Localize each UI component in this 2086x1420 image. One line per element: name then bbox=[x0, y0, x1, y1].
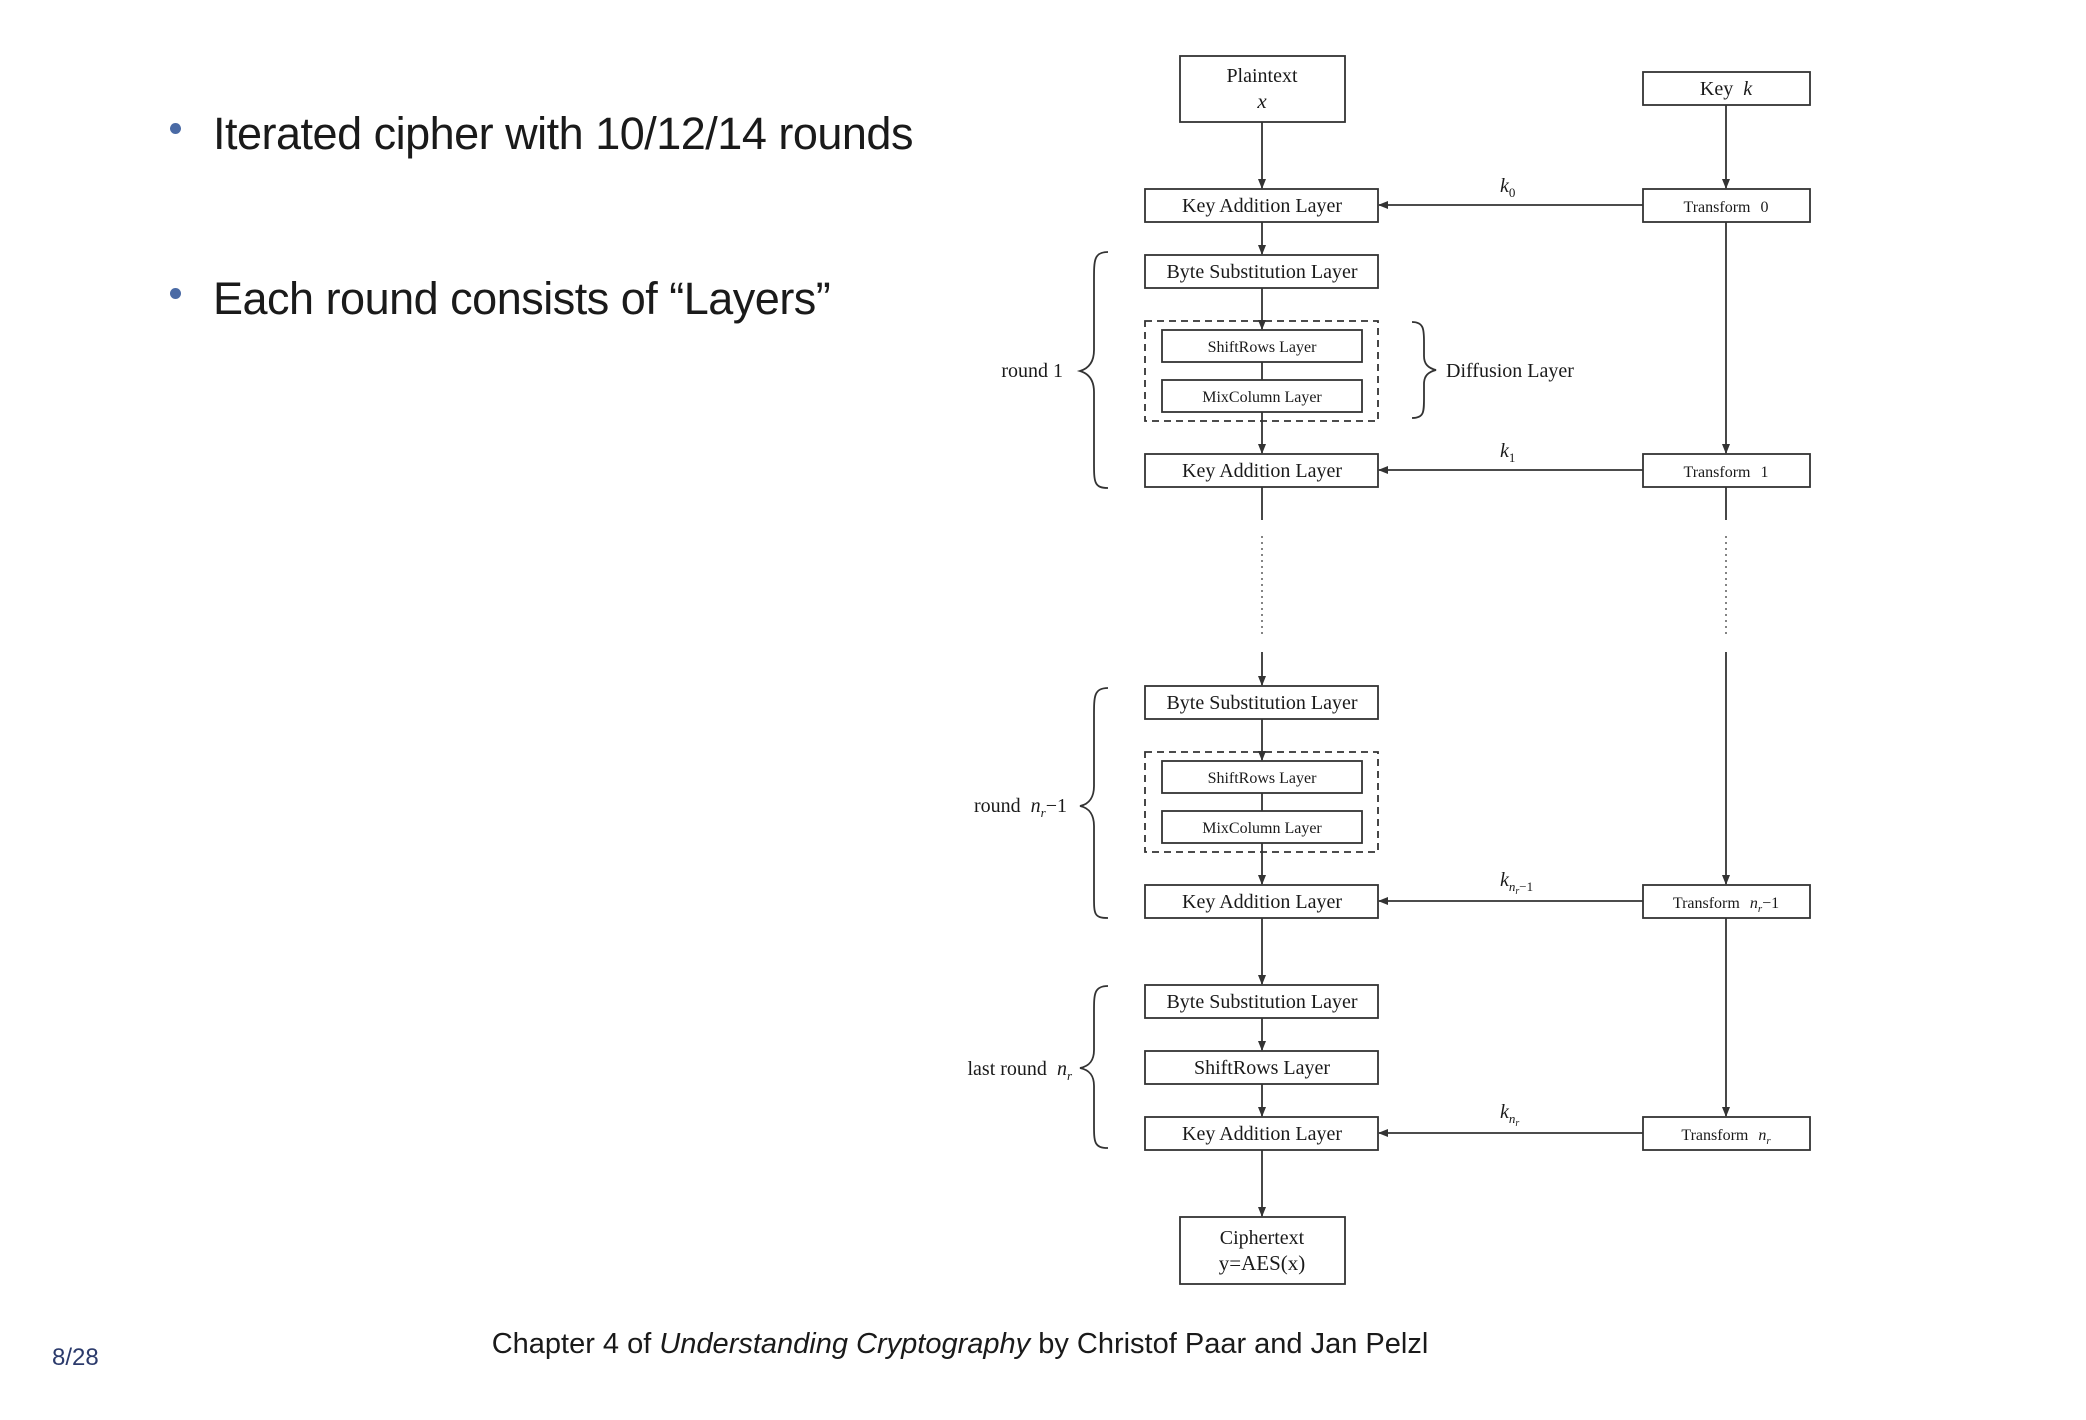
key-addition-label-last: Key Addition Layer bbox=[1182, 1123, 1342, 1145]
mixcolumn-label-1: MixColumn Layer bbox=[1202, 389, 1322, 406]
subkey-minus-one: −1 bbox=[1519, 879, 1533, 894]
transform-0-value: 0 bbox=[1760, 199, 1768, 216]
round-1-label: round 1 bbox=[1001, 360, 1063, 382]
caption-book-title: Understanding Cryptography bbox=[659, 1328, 1031, 1360]
subkey-sub-1: 1 bbox=[1509, 450, 1516, 465]
mixcolumn-label-nr-1: MixColumn Layer bbox=[1202, 820, 1322, 837]
key-addition-label-1: Key Addition Layer bbox=[1182, 460, 1342, 482]
source-caption: Chapter 4 of Understanding Cryptography … bbox=[0, 1328, 2086, 1361]
ciphertext-formula: y=AES(x) bbox=[1219, 1251, 1306, 1275]
subkey-sub-0: 0 bbox=[1509, 185, 1516, 200]
subkey-r: r bbox=[1515, 886, 1519, 897]
transform-minus-one: −1 bbox=[1762, 895, 1779, 912]
transform-label-1: Transform 1 bbox=[1684, 464, 1769, 481]
shiftrows-label-nr-1: ShiftRows Layer bbox=[1208, 770, 1318, 787]
plaintext-var: x bbox=[1256, 89, 1267, 113]
round-sub-r: r bbox=[1041, 805, 1047, 820]
ciphertext-box bbox=[1179, 1216, 1346, 1285]
transform-prefix: Transform bbox=[1681, 1127, 1749, 1144]
subkey-r: r bbox=[1515, 1118, 1519, 1129]
bullet-dot-icon bbox=[170, 287, 181, 299]
caption-prefix: Chapter 4 of bbox=[491, 1328, 660, 1360]
bullet-text-1: Iterated cipher with 10/12/14 rounds bbox=[213, 108, 913, 159]
brace-round-1 bbox=[1076, 251, 1109, 489]
last-round-label: last round nr bbox=[968, 1058, 1073, 1083]
transform-prefix: Transform bbox=[1684, 464, 1752, 481]
diffusion-layer-label: Diffusion Layer bbox=[1446, 360, 1574, 382]
page-number: 8/28 bbox=[52, 1344, 99, 1371]
subkey-n: n bbox=[1509, 879, 1516, 894]
subkey-label-nr-1: knr−1 bbox=[1500, 869, 1533, 897]
transform-n: n bbox=[1758, 1127, 1766, 1144]
subkey-label-1: k1 bbox=[1500, 440, 1515, 465]
round-prefix: round bbox=[974, 795, 1021, 817]
byte-sub-label-1: Byte Substitution Layer bbox=[1166, 261, 1357, 283]
caption-suffix: by Christof Paar and Jan Pelzl bbox=[1030, 1328, 1429, 1360]
key-var: k bbox=[1743, 78, 1753, 100]
brace-last-round bbox=[1079, 985, 1109, 1149]
last-round-n: n bbox=[1057, 1058, 1067, 1080]
plaintext-label: Plaintext bbox=[1226, 65, 1298, 87]
transform-sub-r: r bbox=[1758, 903, 1763, 915]
round-n: n bbox=[1031, 795, 1041, 817]
subkey-label-nr: knr bbox=[1500, 1101, 1519, 1129]
transform-prefix: Transform bbox=[1673, 895, 1741, 912]
transform-label-0: Transform 0 bbox=[1684, 199, 1769, 216]
key-label-text: Key bbox=[1700, 78, 1733, 100]
byte-sub-label-last: Byte Substitution Layer bbox=[1166, 991, 1357, 1013]
brace-diffusion bbox=[1411, 321, 1437, 419]
key-addition-label-nr-1: Key Addition Layer bbox=[1182, 891, 1342, 913]
data-path bbox=[1076, 55, 1811, 1285]
transform-label-nr: Transform nr bbox=[1681, 1127, 1771, 1147]
transform-label-nr-1: Transform nr−1 bbox=[1673, 895, 1779, 915]
subkey-label-0: k0 bbox=[1500, 175, 1515, 200]
bullet-dot-icon bbox=[170, 122, 181, 134]
transform-sub-r: r bbox=[1766, 1135, 1771, 1147]
transform-1-value: 1 bbox=[1760, 464, 1768, 481]
shiftrows-label-last: ShiftRows Layer bbox=[1194, 1057, 1330, 1079]
bullet-text-2: Each round consists of “Layers” bbox=[213, 273, 831, 324]
shiftrows-label-1: ShiftRows Layer bbox=[1208, 339, 1318, 356]
bullet-item-2: Each round consists of “Layers” bbox=[170, 273, 831, 325]
round-minus-one: −1 bbox=[1046, 795, 1067, 817]
last-round-prefix: last round bbox=[968, 1058, 1047, 1080]
ciphertext-label: Ciphertext bbox=[1220, 1227, 1305, 1249]
subkey-n: n bbox=[1509, 1111, 1516, 1126]
key-addition-label-0: Key Addition Layer bbox=[1182, 195, 1342, 217]
byte-sub-label-nr-1: Byte Substitution Layer bbox=[1166, 692, 1357, 714]
brace-round-nr-1 bbox=[1079, 687, 1109, 919]
last-round-sub-r: r bbox=[1067, 1068, 1073, 1083]
bullet-item-1: Iterated cipher with 10/12/14 rounds bbox=[170, 108, 913, 160]
transform-prefix: Transform bbox=[1684, 199, 1752, 216]
transform-n: n bbox=[1750, 895, 1758, 912]
